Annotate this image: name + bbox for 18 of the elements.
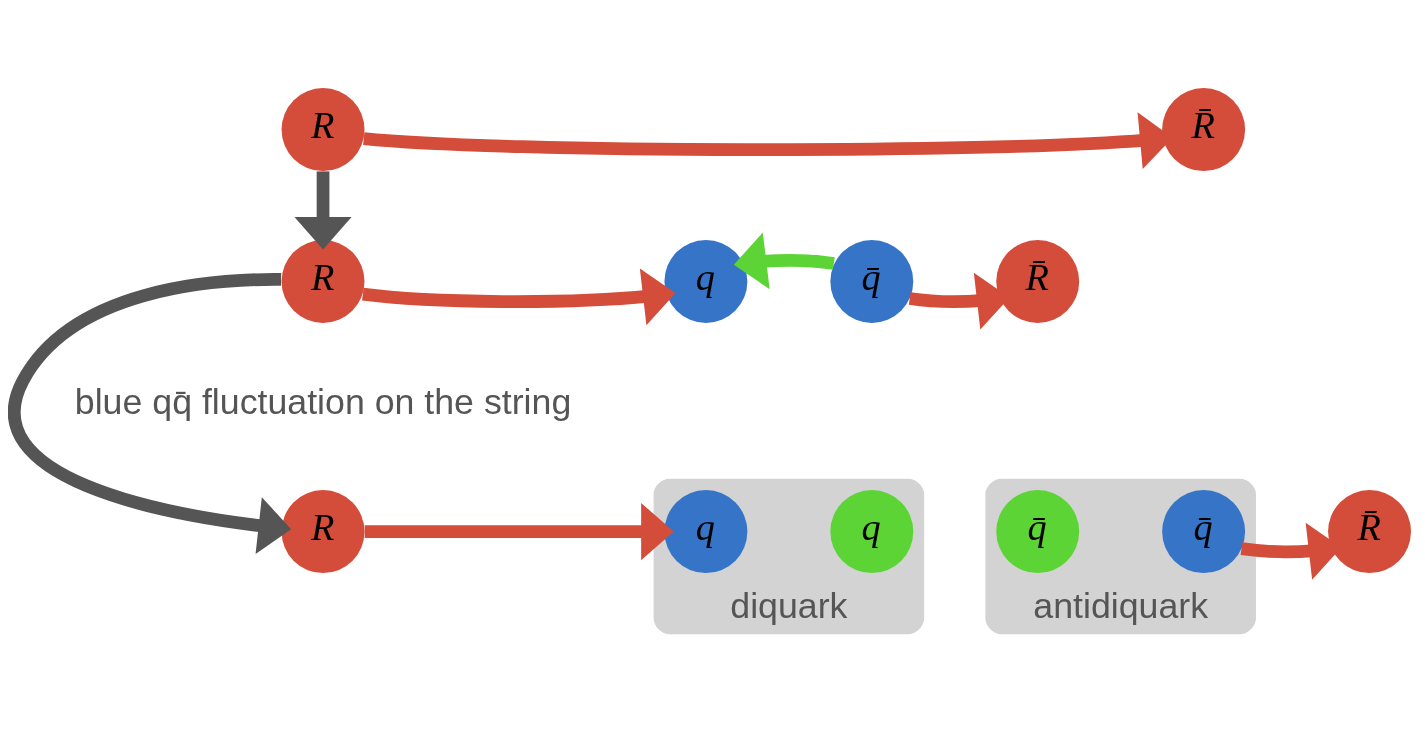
node-circle: q — [664, 489, 748, 573]
arrow — [294, 170, 352, 250]
node-circle: q — [830, 489, 914, 573]
label: blue qq̄ fluctuation on the string — [74, 381, 572, 422]
arrow — [733, 232, 835, 289]
node-circle: R̄ — [996, 239, 1080, 323]
node-circle: q̄ — [830, 239, 914, 323]
node-circle: R — [281, 489, 365, 573]
node-circle: q — [664, 239, 748, 323]
node-circle: R — [281, 87, 365, 171]
arrow — [362, 267, 676, 325]
node-circle: R̄ — [1328, 489, 1411, 573]
node-circle: q̄ — [1162, 489, 1246, 573]
node-circle: R̄ — [1162, 87, 1246, 171]
node-circle: q̄ — [996, 489, 1080, 573]
node-circle: R — [281, 239, 365, 323]
arrow — [364, 502, 674, 560]
arrow — [8, 272, 292, 554]
